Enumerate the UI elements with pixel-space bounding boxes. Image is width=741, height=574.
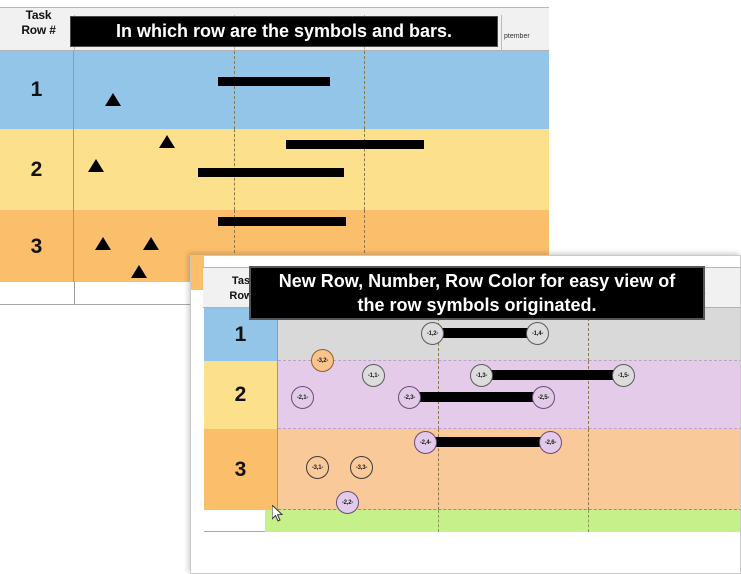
task-marker[interactable]: -2,3- [398,386,421,409]
task-marker[interactable]: -1,2- [421,322,444,345]
row-bottom-dashed-separator [278,428,740,429]
panel-two-header-title: Tas Row [204,274,278,304]
mouse-cursor-icon [272,505,284,522]
panel-two-left-edge [191,256,204,573]
new-task-row-2-plot: -1,1- -1,3- -1,5- -2,1- -2,3- -2,5- [278,361,740,429]
header-month-september: ptember [504,33,530,40]
milestone-triangle [95,237,111,250]
new-task-row-3-plot: -2,4- -2,6- -3,1- -3,3- -2,2- [278,429,740,514]
header-title-line-1: Task [25,8,52,22]
new-task-row-1-plot: -1,2- -1,4- -3,2- [278,308,740,372]
gantt-bar [481,370,624,380]
gantt-bar [425,437,551,447]
task-marker[interactable]: -3,1- [306,456,329,479]
panel-two-bottom-left-white [204,510,265,532]
new-task-row-2: 2 -1,1- -1,3- -1,5- -2,1- -2,3- -2,5- [204,361,740,429]
gridline-vertical-1 [234,210,235,283]
panel-one-bottom-divider [74,282,75,305]
row-bottom-dashed-separator [278,509,740,510]
panel-two-orange-corner [191,256,204,290]
callout-two-line-2: the row symbols originated. [357,295,597,315]
header-title-line-2: Row [229,290,253,302]
task-marker[interactable]: -2,2- [336,491,359,514]
gridline-vertical-2 [364,210,365,283]
new-task-row-3: 3 -2,4- -2,6- -3,1- -3,3- -2,2- [204,429,740,514]
task-row-2-plot [74,129,549,210]
gantt-bar [409,392,544,402]
milestone-triangle [88,159,104,172]
milestone-triangle [143,237,159,250]
gantt-bar [218,217,346,226]
panel-one-header-title: Task Row # [2,8,75,38]
gantt-bar [432,328,538,338]
task-marker[interactable]: -1,3- [470,364,493,387]
gridline-vertical-2 [588,361,589,429]
callout-banner-bottom: New Row, Number, Row Color for easy view… [249,266,705,320]
task-marker[interactable]: -3,3- [350,456,373,479]
milestone-triangle [159,135,175,148]
gridline-vertical-1 [438,510,439,532]
new-task-row-2-number: 2 [204,361,278,429]
task-marker[interactable]: -2,4- [414,431,437,454]
row-bottom-dashed-separator [278,360,740,361]
task-row-2: 2 [0,129,549,210]
gridline-vertical-1 [438,429,439,510]
task-marker[interactable]: -2,1- [291,386,314,409]
gridline-vertical-2 [364,129,365,210]
gridline-vertical-2 [588,429,589,510]
task-marker[interactable]: -1,4- [526,322,549,345]
task-row-1-number: 1 [0,51,74,129]
header-title-line-2: Row # [21,23,56,37]
gantt-bar [286,140,424,149]
gantt-bar [198,168,344,177]
gridline-vertical-2 [364,51,365,129]
task-row-3-number: 3 [0,210,74,283]
task-marker[interactable]: -3,2- [311,349,334,372]
new-task-row-3-number: 3 [204,429,278,510]
task-row-1-plot [74,51,549,129]
header-month-divider-3 [501,15,502,59]
gridline-vertical-2 [588,308,589,361]
task-row-2-number: 2 [0,129,74,210]
panel-two-footer-strip [204,510,740,532]
milestone-triangle [105,93,121,106]
gridline-vertical-1 [234,51,235,129]
task-marker[interactable]: -1,1- [362,364,385,387]
callout-banner-top: In which row are the symbols and bars. [70,16,498,47]
task-row-1: 1 [0,51,549,129]
gridline-vertical-2 [588,510,589,532]
panel-two-footer-plot [278,510,740,532]
task-marker[interactable]: -2,5- [532,386,555,409]
header-title-line-1: Tas [231,275,251,287]
panel-one-bottom-strip [0,282,230,305]
callout-two-line-1: New Row, Number, Row Color for easy view… [278,271,676,291]
task-marker[interactable]: -1,5- [612,364,635,387]
gantt-bar [218,77,330,86]
milestone-triangle [131,265,147,278]
task-marker[interactable]: -2,6- [539,431,562,454]
